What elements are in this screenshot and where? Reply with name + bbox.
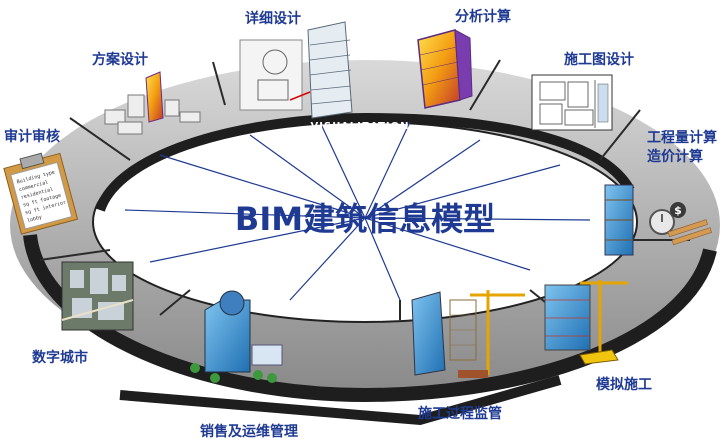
quantity-calc-illustration: $ [604, 184, 712, 256]
analysis-illustration [417, 29, 473, 109]
label-analysis-calc: 分析计算 [455, 8, 511, 25]
label-simulated-construction: 模拟施工 [596, 376, 652, 393]
simulated-construction-illustration [544, 280, 628, 365]
label-quantity-calc: 工程量计算 [647, 129, 717, 146]
digital-city-illustration [61, 261, 134, 331]
label-design-scheme: 方案设计 [92, 51, 148, 68]
label-construction-monitoring: 施工过程监管 [418, 405, 502, 422]
label-sales-operation: 销售及运维管理 [200, 423, 298, 440]
spokes [124, 121, 591, 301]
audit-clipboard-illustration: Building type commercial residential sq … [3, 152, 79, 235]
scheme-design-illustration [104, 71, 201, 135]
clipboard-line-6: lobby [27, 214, 43, 224]
visualization-label: VISUALIZATION [311, 121, 410, 132]
center-title: BIM建筑信息模型 [235, 200, 495, 238]
label-digital-city: 数字城市 [32, 349, 88, 366]
label-cost-calc: 造价计算 [647, 148, 703, 165]
label-construction-drawing: 施工图设计 [564, 51, 634, 68]
detailed-design-illustration [239, 21, 353, 119]
svg-text:$: $ [674, 204, 682, 217]
construction-drawing-illustration [531, 74, 613, 131]
label-detailed-design: 详细设计 [245, 10, 301, 27]
construction-monitoring-illustration [411, 290, 525, 378]
sales-operation-illustration [190, 290, 283, 383]
label-audit-review: 审计审核 [4, 128, 60, 145]
ring [10, 59, 720, 426]
